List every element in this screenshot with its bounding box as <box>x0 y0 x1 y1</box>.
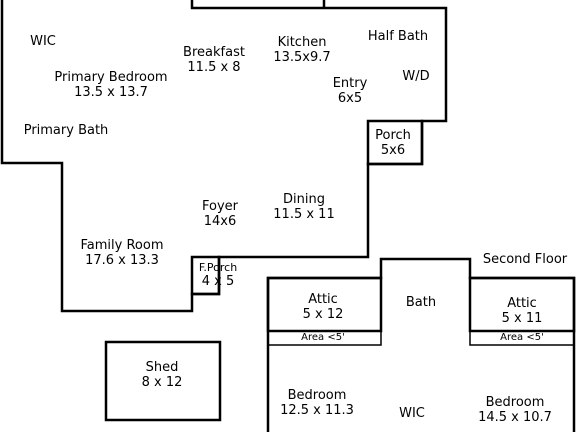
attic-right-label: Attic 5 x 11 <box>501 296 543 326</box>
porch-box <box>366 119 424 166</box>
primary-bedroom-label: Primary Bedroom 13.5 x 13.7 <box>54 70 168 100</box>
bedroom-right-label: Bedroom 14.5 x 10.7 <box>478 395 552 425</box>
main-floor-outline <box>0 0 448 313</box>
kitchen-label: Kitchen 13.5x9.7 <box>273 35 331 65</box>
bath-upper-label: Bath <box>405 295 437 310</box>
area-right-label: Area <5' <box>500 332 544 343</box>
foyer-label: Foyer 14x6 <box>201 199 239 229</box>
wic-upper-label: WIC <box>399 406 425 421</box>
entry-label: Entry 6x5 <box>332 76 368 106</box>
second-floor-label: Second Floor <box>482 252 568 267</box>
porch-label: Porch 5x6 <box>375 128 411 158</box>
family-room-label: Family Room 17.6 x 13.3 <box>80 238 164 268</box>
wd-label: W/D <box>402 69 430 84</box>
dining-label: Dining 11.5 x 11 <box>273 192 335 222</box>
breakfast-label: Breakfast 11.5 x 8 <box>183 45 245 75</box>
area-right-box <box>469 330 575 346</box>
bedroom-left-label: Bedroom 12.5 x 11.3 <box>280 388 354 418</box>
shed-box <box>104 340 222 422</box>
area-left-label: Area <5' <box>301 332 345 343</box>
primary-bath-label: Primary Bath <box>23 123 109 138</box>
area-left-box <box>267 330 382 346</box>
shed-label: Shed 8 x 12 <box>141 360 183 390</box>
front-porch-label: F.Porch 4 x 5 <box>198 261 238 289</box>
attic-left-label: Attic 5 x 12 <box>302 292 344 322</box>
wic-main-label: WIC <box>30 34 56 49</box>
front-porch-box <box>190 255 221 296</box>
half-bath-label: Half Bath <box>367 29 429 44</box>
